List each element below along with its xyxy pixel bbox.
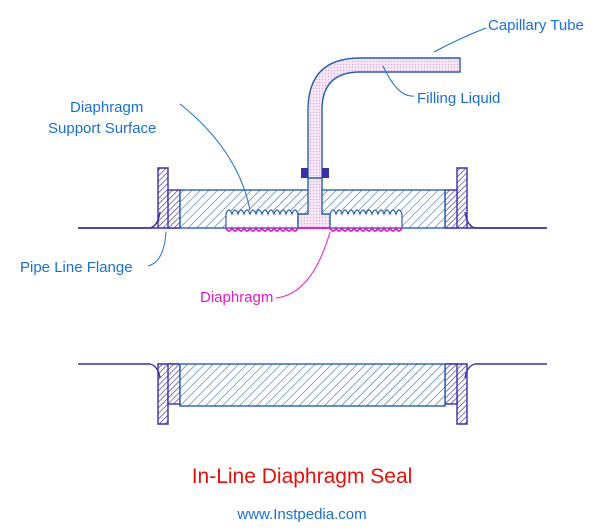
support-surface-leader: [179, 103, 251, 211]
bellows-right: [329, 209, 403, 229]
bellows-left: [225, 209, 299, 229]
left-pipe-flange: [78, 167, 181, 229]
flange-leader: [147, 231, 167, 267]
label-diaphragm: Diaphragm: [200, 289, 273, 306]
labels: Capillary Tube Filling Liquid Diaphragm …: [20, 17, 584, 306]
bottom-support-block: [179, 363, 446, 407]
website-link[interactable]: www.Instpedia.com: [236, 506, 366, 523]
bottom-right-flange: [444, 363, 547, 425]
bottom-left-flange: [78, 363, 181, 425]
diaphragm-leader: [275, 231, 331, 299]
right-pipe-flange: [444, 167, 547, 229]
label-diaphragm-support-line1: Diaphragm: [70, 99, 143, 116]
leader-lines: [147, 27, 487, 299]
label-diaphragm-support-line2: Support Surface: [48, 120, 156, 137]
diagram-title: In-Line Diaphragm Seal: [192, 465, 413, 488]
capillary-tube: [301, 57, 461, 179]
label-capillary-tube: Capillary Tube: [488, 17, 584, 34]
bottom-assembly: [78, 363, 547, 425]
filling-liquid-leader: [382, 65, 415, 97]
diaphragm-membrane: [225, 225, 403, 232]
top-assembly: [78, 57, 547, 232]
label-filling-liquid: Filling Liquid: [417, 90, 500, 107]
capillary-leader: [433, 27, 487, 53]
label-pipe-line-flange: Pipe Line Flange: [20, 259, 133, 276]
